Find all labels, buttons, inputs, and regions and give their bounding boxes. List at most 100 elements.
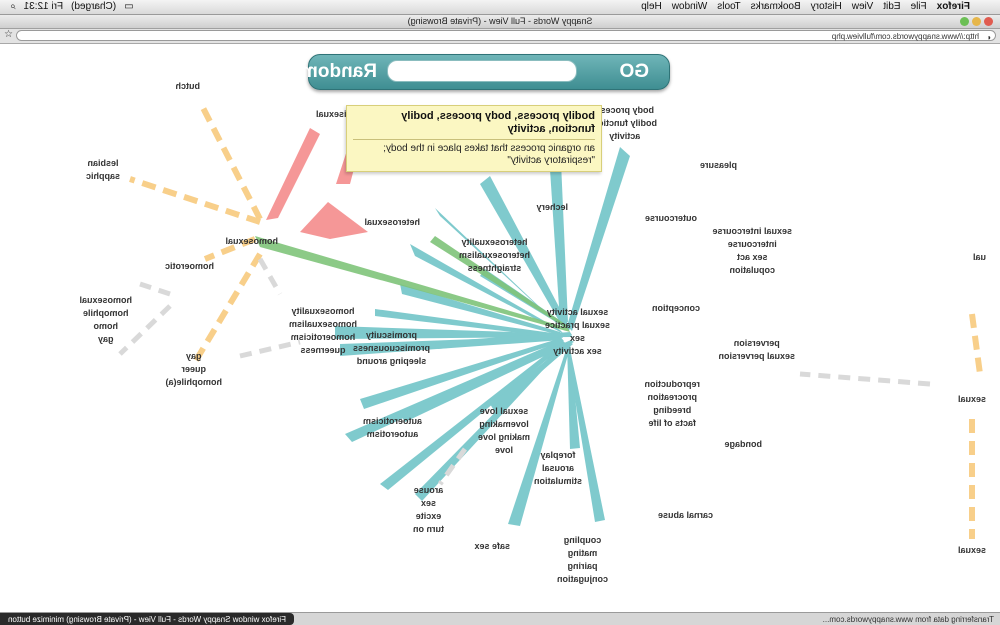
node-gay[interactable]: gay queer homophile(a) xyxy=(166,350,223,389)
node-promiscuity[interactable]: promiscuity promiscuousness sleeping aro… xyxy=(353,329,430,368)
random-button[interactable]: Random xyxy=(301,61,377,82)
word-graph-edges xyxy=(118,100,983,539)
node-sexual-love[interactable]: sexual love lovemaking making love love xyxy=(478,405,530,457)
node-term: heterosexualism xyxy=(458,250,530,260)
node-term: sexual practice xyxy=(544,320,610,330)
node-term: sapphic xyxy=(85,171,120,181)
node-lesbian[interactable]: lesbian sapphic xyxy=(86,157,120,183)
node-term: homophile xyxy=(83,308,129,318)
node-term: queer xyxy=(181,364,207,374)
window-titlebar: Snappy Words - Full View - (Private Brow… xyxy=(0,15,1000,29)
node-homoerotic[interactable]: homoerotic xyxy=(165,260,214,273)
node-sexual-intercourse[interactable]: sexual intercourse intercourse sex act c… xyxy=(712,225,792,277)
menu-window[interactable]: Window xyxy=(671,1,708,12)
node-term: pleasure xyxy=(699,160,737,170)
node-term: facts of life xyxy=(648,418,697,428)
menubar-status: ▭ (Charged) Fri 12:31 ⌕ xyxy=(10,0,134,14)
node-term: lovemaking xyxy=(479,419,529,429)
menu-file[interactable]: File xyxy=(910,1,927,12)
node-term: homophile(a) xyxy=(165,377,223,387)
node-term: procreation xyxy=(647,392,698,402)
tooltip-definition: an organic process that takes place in t… xyxy=(383,143,595,166)
menu-view[interactable]: View xyxy=(851,1,874,12)
node-heterosexual[interactable]: heterosexual xyxy=(364,216,420,229)
definition-tooltip: bodily process, body process, bodily fun… xyxy=(346,105,602,172)
bookmark-star-icon[interactable]: ☆ xyxy=(4,29,13,40)
edge-homosexuality xyxy=(335,326,573,339)
node-butch[interactable]: butch xyxy=(176,80,201,93)
edge-intercourse xyxy=(400,284,563,336)
node-edge-sexual-2[interactable]: sexual xyxy=(958,544,986,557)
node-outercourse[interactable]: outercourse xyxy=(645,212,697,225)
search-input[interactable] xyxy=(387,60,577,82)
node-term: conception xyxy=(651,303,700,313)
node-edge-sexual-1[interactable]: sexual xyxy=(958,393,986,406)
browser-toolbar: ◐ http://www.snappywords.com/fullview.ph… xyxy=(0,29,1000,44)
node-term: making love xyxy=(477,432,530,442)
node-term: gay xyxy=(186,351,202,361)
node-lechery[interactable]: lechery xyxy=(536,201,568,214)
node-foreplay[interactable]: foreplay arousal stimulation xyxy=(534,449,582,488)
node-homosexual[interactable]: homosexual xyxy=(225,235,278,248)
node-safe-sex[interactable]: safe sex xyxy=(474,540,510,553)
edge-sexual-gray xyxy=(799,371,931,387)
node-term: sex xyxy=(569,333,585,343)
node-term: sexual perversion xyxy=(718,351,795,361)
browser-statusbar: Transferring data from www.snappywords.c… xyxy=(0,612,1000,625)
node-arouse[interactable]: arouse sex excite turn on xyxy=(413,484,444,536)
node-homosexual-noun[interactable]: homosexual homophile homo gay xyxy=(79,294,132,346)
zoom-button[interactable] xyxy=(960,17,969,26)
node-autoeroticism[interactable]: autoeroticism autoerotism xyxy=(363,415,422,441)
node-term: gay xyxy=(97,334,114,344)
node-bondage[interactable]: bondage xyxy=(725,438,763,451)
edge-sexual-right xyxy=(969,313,983,375)
edge-conception xyxy=(375,309,563,338)
node-body-process[interactable]: body process bodily function activity xyxy=(593,104,658,143)
node-term: homoeroticism xyxy=(290,332,356,342)
edge-lechery xyxy=(548,139,568,322)
edge-promiscuity xyxy=(435,332,572,349)
close-button[interactable] xyxy=(984,17,993,26)
node-term: mating xyxy=(567,548,598,558)
address-bar[interactable]: ◐ http://www.snappywords.com/fullview.ph… xyxy=(16,30,996,42)
menu-firefox[interactable]: Firefox xyxy=(936,1,970,12)
edge-homosexual xyxy=(255,236,570,332)
minimize-button[interactable] xyxy=(972,17,981,26)
edge-homoerotic xyxy=(203,236,257,262)
battery-status: (Charged) xyxy=(71,1,117,12)
menu-edit[interactable]: Edit xyxy=(883,1,901,12)
minimize-tooltip: Firefox window Snappy Words - Full View … xyxy=(0,613,295,625)
menu-history[interactable]: History xyxy=(810,1,842,12)
node-heterosexuality[interactable]: heterosexuality heterosexualism straight… xyxy=(459,236,530,275)
node-term: safe sex xyxy=(474,541,510,551)
menu-tools[interactable]: Tools xyxy=(717,1,741,12)
go-button[interactable]: GO xyxy=(619,61,649,82)
edge-butch xyxy=(197,100,263,221)
node-term: homosexual xyxy=(225,236,278,246)
node-reproduction[interactable]: reproduction procreation breeding facts … xyxy=(645,378,701,430)
url-text: http://www.snappywords.com/fullview.php xyxy=(831,32,979,41)
node-term: foreplay xyxy=(540,450,576,460)
node-coupling[interactable]: coupling mating pairing conjugation xyxy=(557,534,608,586)
edge-heterosexual-red xyxy=(300,202,368,239)
edge-coupling xyxy=(566,344,605,522)
edge-safe-sex xyxy=(508,344,571,526)
node-pleasure[interactable]: pleasure xyxy=(700,159,737,172)
node-homosexuality[interactable]: homosexuality homosexualism homoeroticis… xyxy=(289,305,357,357)
spotlight-icon[interactable]: ⌕ xyxy=(10,1,16,12)
edge-heterosexual xyxy=(430,236,568,328)
node-perversion[interactable]: perversion sexual perversion xyxy=(718,337,795,363)
node-edge-ual[interactable]: ual xyxy=(973,251,986,264)
node-term: homoerotic xyxy=(164,261,214,271)
clock[interactable]: Fri 12:31 xyxy=(23,1,64,12)
node-term: sex xyxy=(420,498,437,508)
menu-help[interactable]: Help xyxy=(641,1,662,12)
battery-icon[interactable]: ▭ xyxy=(124,1,134,12)
node-conception[interactable]: conception xyxy=(652,302,700,315)
node-sexual-activity[interactable]: sexual activity sexual practice sex sex … xyxy=(545,306,610,358)
menu-bookmarks[interactable]: Bookmarks xyxy=(750,1,801,12)
node-carnal-abuse[interactable]: carnal abuse xyxy=(658,509,713,522)
node-term: turn on xyxy=(413,524,444,534)
node-term: perversion xyxy=(733,338,780,348)
node-term: love xyxy=(494,445,513,455)
